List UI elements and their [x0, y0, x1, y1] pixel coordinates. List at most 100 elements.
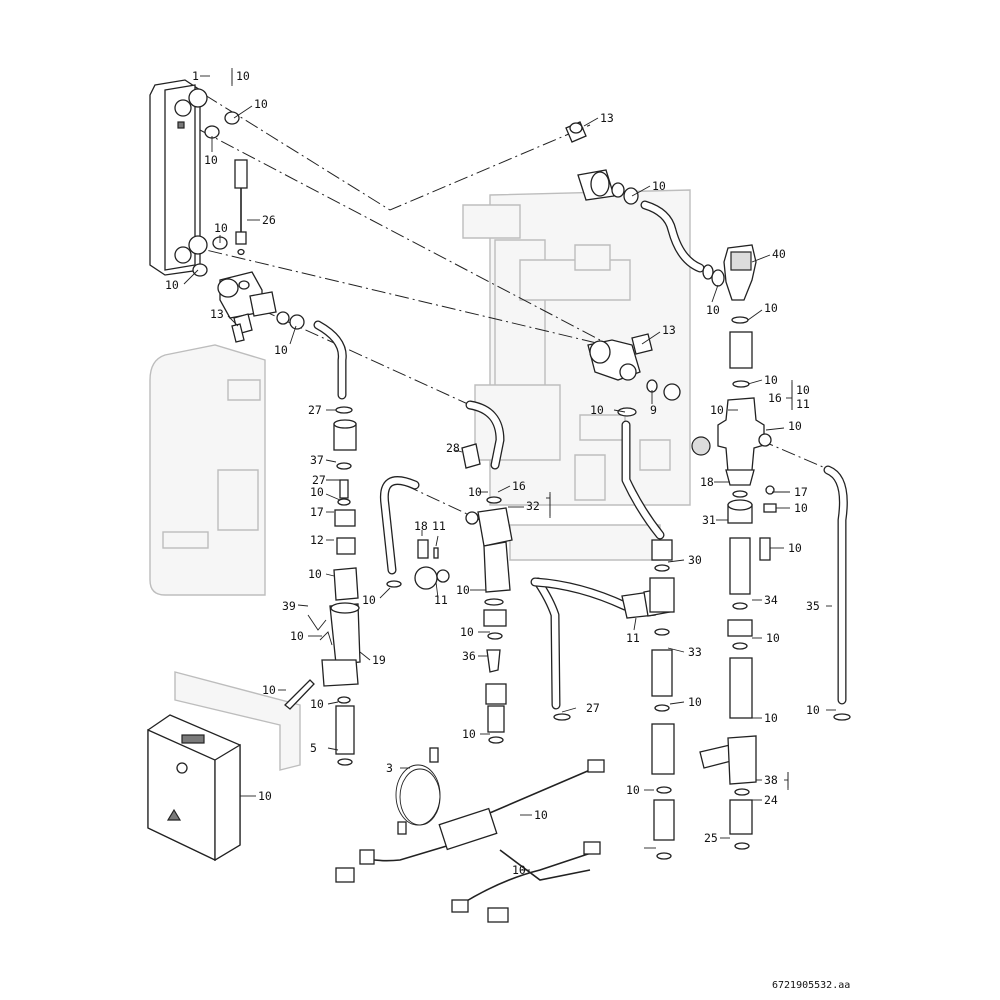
callout-17: 10	[794, 501, 808, 515]
callout-17: 18	[414, 519, 428, 533]
callout-36: 10	[262, 683, 276, 697]
callout-10: 10	[806, 703, 820, 717]
callout-10: 10	[462, 727, 476, 741]
control-box	[147, 714, 241, 862]
group-brackets	[231, 70, 793, 790]
callout-16-group-bottom: 11	[796, 397, 810, 411]
callout-10: 11	[434, 593, 448, 607]
callout-10: 10	[590, 403, 604, 417]
callout-24: 10	[534, 808, 548, 822]
figure-id: 6721905532.aa	[772, 980, 850, 991]
callout-18: 17	[794, 485, 808, 499]
callout-10: 34	[764, 593, 778, 607]
callout-10: 31	[702, 513, 716, 527]
callout-11: 10	[456, 583, 470, 597]
sensor-cable-5	[395, 747, 441, 835]
ghost-cover-panel	[149, 344, 266, 596]
ghost-mounting-frame	[462, 189, 691, 561]
callout-10: 33	[688, 645, 702, 659]
callout-16: 32	[526, 499, 540, 513]
seal-rings-top	[192, 111, 240, 277]
callout-5: 3	[386, 761, 393, 775]
callout-27: 37	[310, 453, 324, 467]
callout-10: 10	[165, 278, 179, 292]
callout-10: 10	[764, 711, 778, 725]
callout-10: 27	[308, 403, 322, 417]
pipe-column-b	[379, 400, 513, 744]
callout-33: 19	[372, 653, 386, 667]
callout-10: 10	[706, 303, 720, 317]
callout-13: 13	[210, 307, 224, 321]
valve-40	[723, 244, 757, 301]
callout-27: 10	[310, 697, 324, 711]
nipple-13-left	[231, 313, 253, 343]
callout-30: 10	[308, 567, 322, 581]
callout-11: 18	[700, 475, 714, 489]
callout-11: 10	[766, 631, 780, 645]
callout-labels: 1 10 10 10 26 10 10 13 10 13 10 40 10 10…	[165, 69, 850, 991]
union-top	[577, 169, 639, 205]
callout-10: 27	[586, 701, 600, 715]
callout-13: 13	[662, 323, 676, 337]
cable-34-35	[307, 614, 333, 646]
callout-10: 10	[764, 301, 778, 315]
callout-10: 25	[704, 831, 718, 845]
callout-31: 12	[310, 533, 324, 547]
callout-10: 10	[710, 403, 724, 417]
callout-3: 38	[764, 773, 778, 787]
callout-16-group-top: 10	[796, 383, 810, 397]
screw-36	[284, 679, 315, 710]
pipe-column-c	[530, 577, 671, 721]
callout-10: 24	[764, 793, 778, 807]
callout-26: 26	[262, 213, 276, 227]
callout-10: 10	[688, 695, 702, 709]
callout-16: 16	[768, 391, 782, 405]
callout-10: 10	[214, 221, 228, 235]
callout-37: 28	[446, 441, 460, 455]
callout-10: 10	[204, 153, 218, 167]
callout-25: 10	[512, 863, 526, 877]
callout-27: 10	[310, 485, 324, 499]
seal-rings-tee	[276, 311, 305, 330]
pipe-column-d	[587, 333, 681, 860]
callout-13: 13	[600, 111, 614, 125]
callout-38: 10	[258, 789, 272, 803]
pipe-39	[823, 465, 851, 721]
callout-32: 17	[310, 505, 324, 519]
leader-lines	[183, 68, 836, 871]
callout-19: 36	[462, 649, 476, 663]
cable-harness-25	[451, 841, 601, 923]
callout-28: 27	[312, 473, 326, 487]
callout-10: 5	[310, 741, 317, 755]
callout-1: 1	[192, 69, 199, 83]
tee-fitting-left	[217, 271, 277, 319]
callout-10: 10	[362, 593, 376, 607]
pipe-column-e	[691, 316, 777, 850]
temperature-sensor	[234, 159, 248, 256]
pipe-top-right	[640, 200, 725, 287]
callout-10: 11	[626, 631, 640, 645]
callout-10: 10	[788, 419, 802, 433]
callout-10: 10	[652, 179, 666, 193]
pipe-column-a	[313, 320, 361, 766]
callout-10: 10	[460, 625, 474, 639]
callout-40: 40	[772, 247, 786, 261]
nipple-13-top	[565, 121, 587, 143]
callout-9: 9	[650, 403, 657, 417]
callout-10: 10	[764, 373, 778, 387]
callout-35: 10	[290, 629, 304, 643]
callout-10: 10	[626, 783, 640, 797]
callout-10: 16	[512, 479, 526, 493]
callout-39: 35	[806, 599, 820, 613]
callout-10: 10	[254, 97, 268, 111]
heat-exchanger	[149, 79, 208, 276]
ghost-wall-bracket	[174, 671, 301, 771]
callout-10: 30	[688, 553, 702, 567]
callout-12: 10	[788, 541, 802, 555]
callout-10: 10	[468, 485, 482, 499]
callout-1-group: 10	[236, 69, 250, 83]
callout-18: 11	[432, 519, 446, 533]
callout-10: 10	[274, 343, 288, 357]
callout-34: 39	[282, 599, 296, 613]
